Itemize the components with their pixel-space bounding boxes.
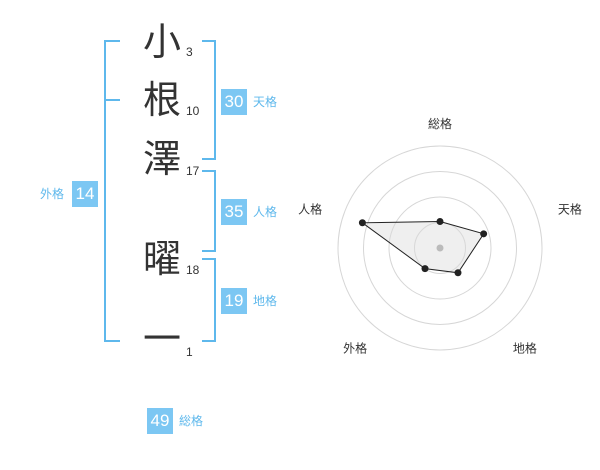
soukaku-label: 総格 <box>179 414 204 428</box>
radar-axis-label: 人格 <box>298 202 322 217</box>
radar-point <box>358 219 366 227</box>
stroke-count-1: 3 <box>186 45 193 59</box>
chikaku-bracket <box>202 258 216 342</box>
stroke-count-3: 17 <box>186 164 200 178</box>
chikaku-label: 地格 <box>253 294 278 308</box>
stroke-count-5: 1 <box>186 345 193 359</box>
name-char-4: 曜 <box>142 237 181 281</box>
radar-axis-label: 地格 <box>513 340 537 355</box>
tenkaku-bracket <box>202 40 216 160</box>
jinkaku-value: 35 <box>221 199 247 225</box>
radar-data-area <box>360 220 485 274</box>
gaikaku-label: 外格 <box>40 187 65 201</box>
stroke-count-4: 18 <box>186 263 200 277</box>
bracket-tick <box>104 99 120 101</box>
radar-point <box>436 217 444 225</box>
radar-axis-label: 外格 <box>343 340 367 355</box>
gaikaku-bracket <box>104 40 120 342</box>
name-char-1: 小 <box>142 20 181 64</box>
radar-point <box>454 269 462 277</box>
radar-grid-ring <box>337 145 543 351</box>
radar-grid-ring <box>363 171 517 325</box>
jinkaku-bracket <box>202 170 216 252</box>
radar-axis-label: 総格 <box>428 116 452 131</box>
name-char-5: 一 <box>142 317 181 361</box>
jinkaku-label: 人格 <box>253 205 278 219</box>
tenkaku-value: 30 <box>221 89 247 115</box>
radar-center-dot <box>436 244 444 252</box>
chikaku-value: 19 <box>221 288 247 314</box>
radar-grid-ring <box>388 196 492 300</box>
soukaku-value: 49 <box>147 408 173 434</box>
radar-point <box>480 230 488 238</box>
tenkaku-label: 天格 <box>253 95 278 109</box>
gaikaku-value: 14 <box>72 181 98 207</box>
radar-axis-label: 天格 <box>558 202 582 217</box>
radar-point <box>421 265 429 273</box>
name-char-2: 根 <box>142 78 181 122</box>
name-char-3: 澤 <box>142 137 181 181</box>
stroke-count-2: 10 <box>186 104 200 118</box>
